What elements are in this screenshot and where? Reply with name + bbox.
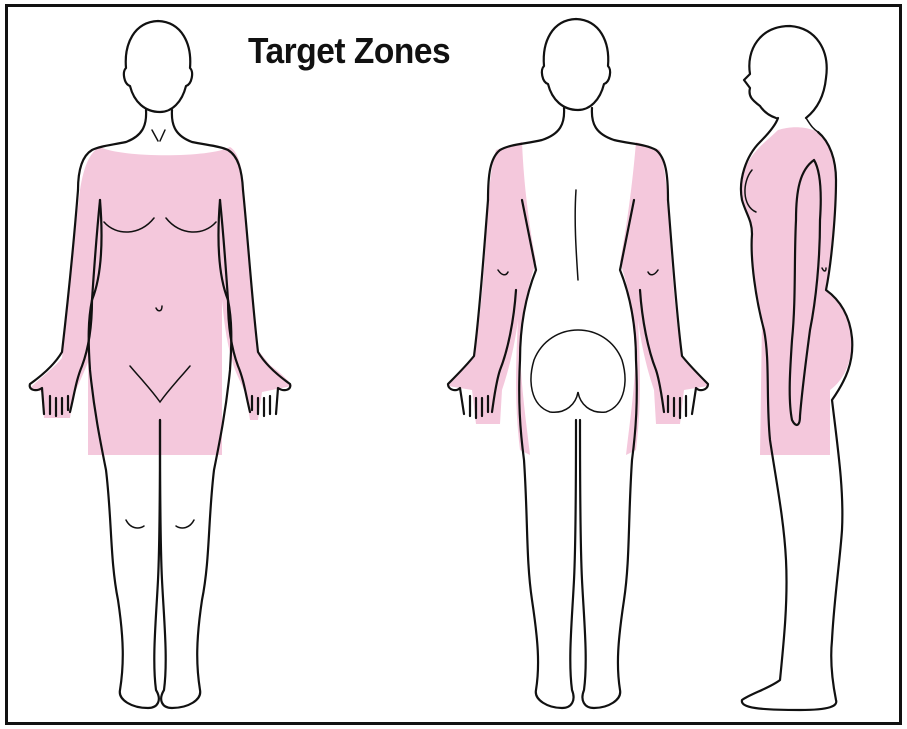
side-figure — [741, 26, 852, 710]
back-figure — [448, 19, 708, 708]
front-head — [124, 21, 192, 112]
front-figure — [30, 21, 292, 708]
